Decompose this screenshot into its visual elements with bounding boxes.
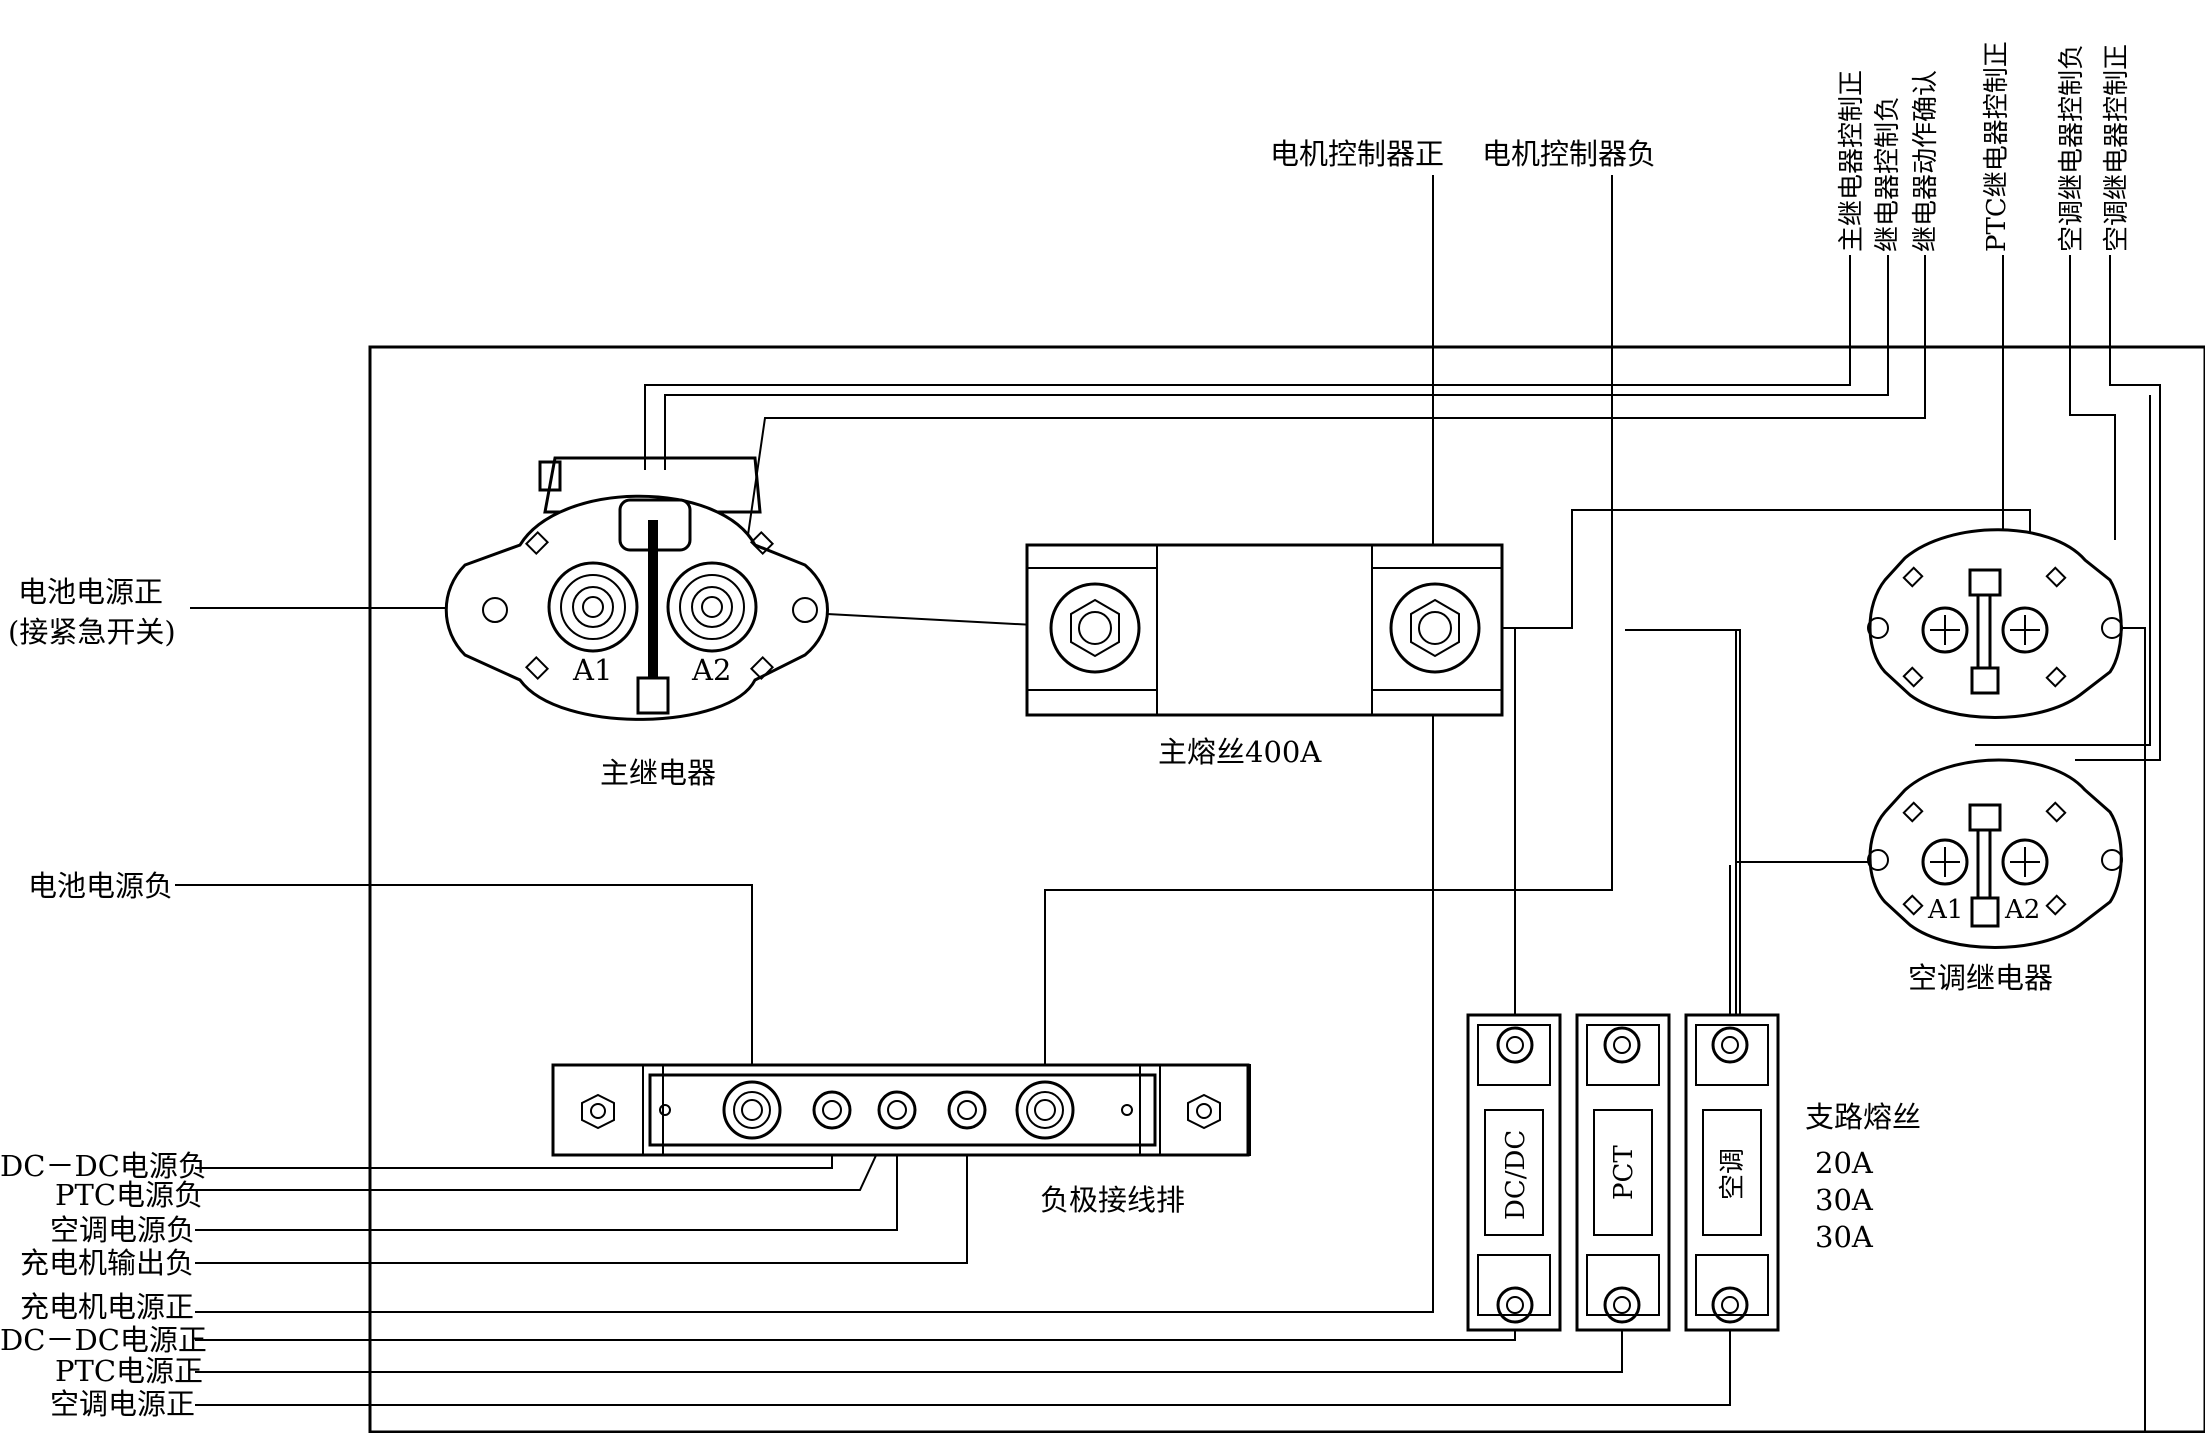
branch-fuse-rating-ptc: 30A [1815, 1183, 1874, 1217]
neg-busbar-label: 负极接线排 [1040, 1183, 1185, 1217]
branch-fuse-rating-dcdc: 20A [1815, 1146, 1874, 1180]
ac-relay-a1: A1 [1927, 895, 1963, 925]
label-main-relay-ctrl-pos: 主继电器控制正 [1837, 70, 1867, 252]
main-relay-label: 主继电器 [600, 756, 716, 790]
branch-fuse-dcdc: DC/DC [1466, 1013, 1562, 1332]
label-battery-pos: 电池电源正 [18, 575, 163, 609]
label-ac-relay-ctrl-pos: 空调继电器控制正 [2102, 44, 2132, 252]
main-fuse: 主熔丝400A [1025, 543, 1504, 769]
ptc-relay [1867, 528, 2123, 719]
label-ptc-pos: PTC电源正 [55, 1354, 203, 1388]
vertical-labels: 主继电器控制正 继电器控制负 继电器动作确认 PTC继电器控制正 空调继电器控制… [1837, 41, 2132, 252]
label-charger-pos: 充电机电源正 [20, 1290, 194, 1324]
label-ac-pos: 空调电源正 [50, 1387, 195, 1421]
branch-fuse-title: 支路熔丝 [1805, 1100, 1921, 1134]
enclosure-box [368, 345, 2205, 1433]
main-relay-a2: A2 [691, 653, 731, 687]
label-battery-pos-note: (接紧急开关) [8, 615, 176, 649]
main-fuse-label: 主熔丝400A [1158, 735, 1322, 769]
label-relay-ctrl-neg: 继电器控制负 [1873, 96, 1903, 252]
branch-fuse-rating-ac: 30A [1815, 1220, 1874, 1254]
ac-relay-label: 空调继电器 [1908, 961, 2053, 995]
label-motor-ctrl-neg: 电机控制器负 [1482, 137, 1656, 171]
branch-fuse-dcdc-label: DC/DC [1501, 1130, 1531, 1220]
branch-fuse-ac: 空调 [1684, 1013, 1780, 1332]
label-ac-relay-ctrl-neg: 空调继电器控制负 [2057, 44, 2087, 252]
main-relay-a1: A1 [572, 653, 612, 687]
branch-fuse-ptc-label: PCT [1609, 1145, 1639, 1200]
main-relay: A1 A2 主继电器 [444, 456, 829, 790]
ac-relay-a2: A2 [2004, 895, 2040, 925]
label-motor-ctrl-pos: 电机控制器正 [1270, 137, 1444, 171]
label-relay-action-confirm: 继电器动作确认 [1911, 70, 1941, 252]
label-battery-neg: 电池电源负 [28, 869, 173, 903]
label-dcdc-pos: DC－DC电源正 [0, 1323, 207, 1357]
branch-fuse-ac-label: 空调 [1718, 1148, 1748, 1200]
ac-relay: A1 A2 空调继电器 [1867, 758, 2123, 995]
label-dcdc-neg: DC－DC电源负 [0, 1149, 207, 1183]
label-charger-out-neg: 充电机输出负 [20, 1246, 194, 1280]
branch-fuse-ptc: PCT [1575, 1013, 1671, 1332]
label-ptc-relay-ctrl-pos: PTC继电器控制正 [1982, 41, 2012, 252]
label-ptc-neg: PTC电源负 [55, 1178, 203, 1212]
bottom-left-labels: DC－DC电源负 PTC电源负 空调电源负 充电机输出负 充电机电源正 DC－D… [0, 1149, 207, 1421]
label-ac-neg: 空调电源负 [50, 1213, 195, 1247]
neg-busbar: 负极接线排 [551, 1063, 1251, 1217]
